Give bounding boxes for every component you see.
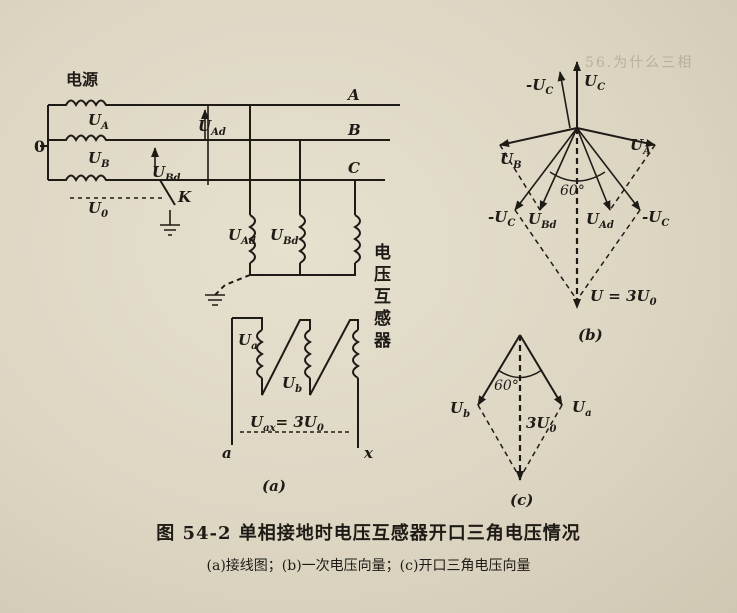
secondary-ub-label: Ub: [282, 374, 302, 395]
label-uc-b: Ub: [450, 399, 470, 420]
wiring-diagram: 电源 0: [34, 70, 400, 448]
primary-coil-c: [353, 214, 361, 264]
switch-k-label: K: [177, 188, 192, 206]
secondary-coil-b: [304, 329, 312, 379]
source-label: 电源: [66, 70, 98, 89]
coil-ub-label: UB: [88, 149, 110, 170]
pt-label-4: 感: [374, 308, 391, 329]
line-a-label: A: [346, 86, 360, 104]
label-neg-uc-top: -UC: [526, 76, 553, 97]
label-uad: UAd: [586, 210, 614, 231]
pt-label-3: 互: [374, 287, 391, 307]
phasor-ua: [576, 127, 656, 147]
ground-symbol-pt: [205, 294, 225, 306]
open-delta-phasor-diagram: [477, 334, 563, 481]
neutral-label: 0: [34, 137, 45, 156]
label-ubd: UBd: [528, 210, 557, 231]
secondary-coil-a: [256, 329, 264, 379]
bleed-through-text: 56.为什么三相: [585, 55, 694, 71]
wiring-labels: A B C UA UB U0 UAd UBd K UAd UBd 电 压 互 感…: [88, 86, 392, 495]
panel-c-label: (c): [510, 491, 533, 509]
phasor-neg-uc-left: [514, 127, 578, 211]
uad-label: UAd: [198, 117, 226, 138]
fault-switch: [159, 179, 176, 206]
pt-label-1: 电: [374, 242, 391, 263]
phasor-ub: [499, 127, 578, 147]
line-b-label: B: [347, 121, 361, 139]
panel-a-label: (a): [262, 477, 286, 495]
phasor-ubd: [539, 127, 578, 211]
pt-label-2: 压: [374, 265, 391, 285]
primary-coil-a: [248, 214, 256, 264]
label-resultant: U = 3U0: [590, 287, 657, 308]
label-ub: UB: [500, 150, 522, 171]
coil-u0-label: U0: [88, 199, 108, 220]
angle-60-b: 60°: [560, 183, 585, 199]
phasor-uad: [576, 127, 611, 211]
ground-symbol-k: [160, 210, 180, 236]
open-delta-phasor-labels: 60° Ub Ua 3U0 (c): [450, 378, 592, 509]
label-neg-uc-left: -UC: [488, 208, 515, 229]
label-3u0: 3U0: [526, 414, 557, 435]
delta-link-2: [309, 319, 359, 396]
phasor-closing-lines: [499, 144, 656, 301]
primary-star: [249, 263, 356, 276]
figure-54-2: 电源 0: [34, 61, 669, 509]
ubd-label: UBd: [152, 163, 181, 184]
label-neg-uc-right: -UC: [642, 208, 669, 229]
secondary-coil-c: [352, 329, 360, 379]
star-ground-lead: [214, 274, 251, 296]
figure-subcaption: (a)接线图；(b)一次电压向量；(c)开口三角电压向量: [206, 558, 531, 574]
line-c-label: C: [348, 159, 360, 177]
panel-b-label: (b): [578, 326, 603, 344]
phasor-neg-uc-top: [557, 71, 571, 129]
primary-phasor-labels: -UC UC UB UA 60° -UC UBd UAd -UC U = 3U0…: [488, 72, 669, 344]
secondary-ua-label: Ua: [238, 331, 258, 352]
figure-caption: 图 54-2 单相接地时电压互感器开口三角电压情况: [156, 523, 581, 544]
source-coil-b: [48, 134, 125, 143]
coil-ua-label: UA: [88, 111, 109, 132]
primary-uad-label: UAd: [228, 226, 256, 247]
source-coil-c: [48, 174, 125, 183]
label-uc-top: UC: [584, 72, 605, 93]
delta-link-1: [261, 319, 311, 396]
label-ua: UA: [630, 136, 651, 157]
primary-phasor-diagram: [499, 61, 656, 309]
terminal-a-label: a: [222, 444, 232, 462]
terminal-x-label: x: [363, 444, 374, 462]
secondary-a-top: [232, 317, 263, 330]
primary-ubd-label: UBd: [270, 226, 299, 247]
open-delta-equation: Uax= 3U0: [250, 413, 324, 434]
source-coil-a: [48, 99, 125, 108]
label-uc-a: Ua: [572, 398, 592, 419]
phasor-neg-uc-right: [576, 127, 641, 211]
angle-60-c: 60°: [494, 378, 519, 394]
primary-coil-b: [298, 214, 306, 264]
pt-label-5: 器: [373, 331, 392, 351]
